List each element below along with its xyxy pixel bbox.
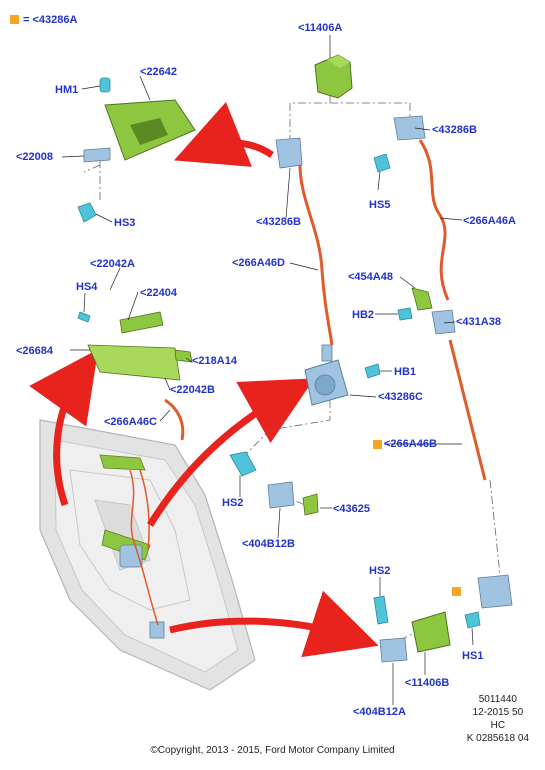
label-454A48: <454A48 [348,271,393,283]
label-43286B-left: <43286B [256,216,301,228]
label-26684: <26684 [16,345,54,357]
label-HS3: HS3 [114,217,136,229]
label-HM1: HM1 [55,84,79,96]
handle-assembly [77,311,193,381]
copyright-notice: ©Copyright, 2013 - 2015, Ford Motor Comp… [150,745,395,756]
assembly-arrows [29,101,379,658]
label-11406A: <11406A [298,22,343,34]
label-HB2: HB2 [352,309,375,321]
label-43625: <43625 [333,503,371,515]
lock-actuator-43286C [304,344,381,406]
latch-group-431A38 [397,287,456,335]
diagram-reference-block: 5011440 12-2015 50 HC K 0285618 04 [467,693,529,745]
label-266A46A: <266A46A [463,215,516,227]
label-404B12A: <404B12A [353,706,406,718]
bracket-404B12B [229,451,319,516]
label-HS4: HS4 [76,281,98,293]
label-22042B: <22042B [170,384,215,396]
label-22642: <22642 [140,66,178,78]
label-22008: <22008 [16,151,54,163]
tailgate-door [39,419,256,691]
label-404B12B: <404B12B [242,538,295,550]
label-266A46D: <266A46D [232,257,285,269]
label-43286C: <43286C [378,391,423,403]
reference-number: 5011440 [478,694,517,705]
label-22042A: <22042A [90,258,135,270]
reference-id: K 0285618 04 [466,733,529,744]
leader-lines [61,35,474,705]
handle-plate-22642 [99,77,196,161]
label-HS2-middle: HS2 [222,497,244,509]
label-HS2-bottom: HS2 [369,565,391,577]
label-218A14: <218A14 [192,355,237,367]
legend-marker-icon [10,15,19,24]
door-mounted-parts [99,454,165,639]
reference-date: 12-2015 50 [472,707,524,718]
label-266A46C: <266A46C [104,416,157,428]
label-266A46B: <266A46B [384,438,437,450]
label-22404: <22404 [140,287,178,299]
label-431A38: <431A38 [456,316,501,328]
cables [164,139,487,481]
reference-code: HC [490,720,506,731]
bracket-22008 [77,147,111,223]
latch-bracket-43286B [275,115,426,173]
legend-text: = <43286A [23,14,78,26]
label-HB1: HB1 [394,366,417,378]
label-HS5: HS5 [369,199,391,211]
bumper-stop-11406A [314,54,353,99]
bottom-latch-group [373,440,513,663]
label-HS1: HS1 [462,650,484,662]
label-11406B: <11406B [405,677,450,689]
label-43286B-right: <43286B [432,124,477,136]
legend: = <43286A [10,14,77,26]
